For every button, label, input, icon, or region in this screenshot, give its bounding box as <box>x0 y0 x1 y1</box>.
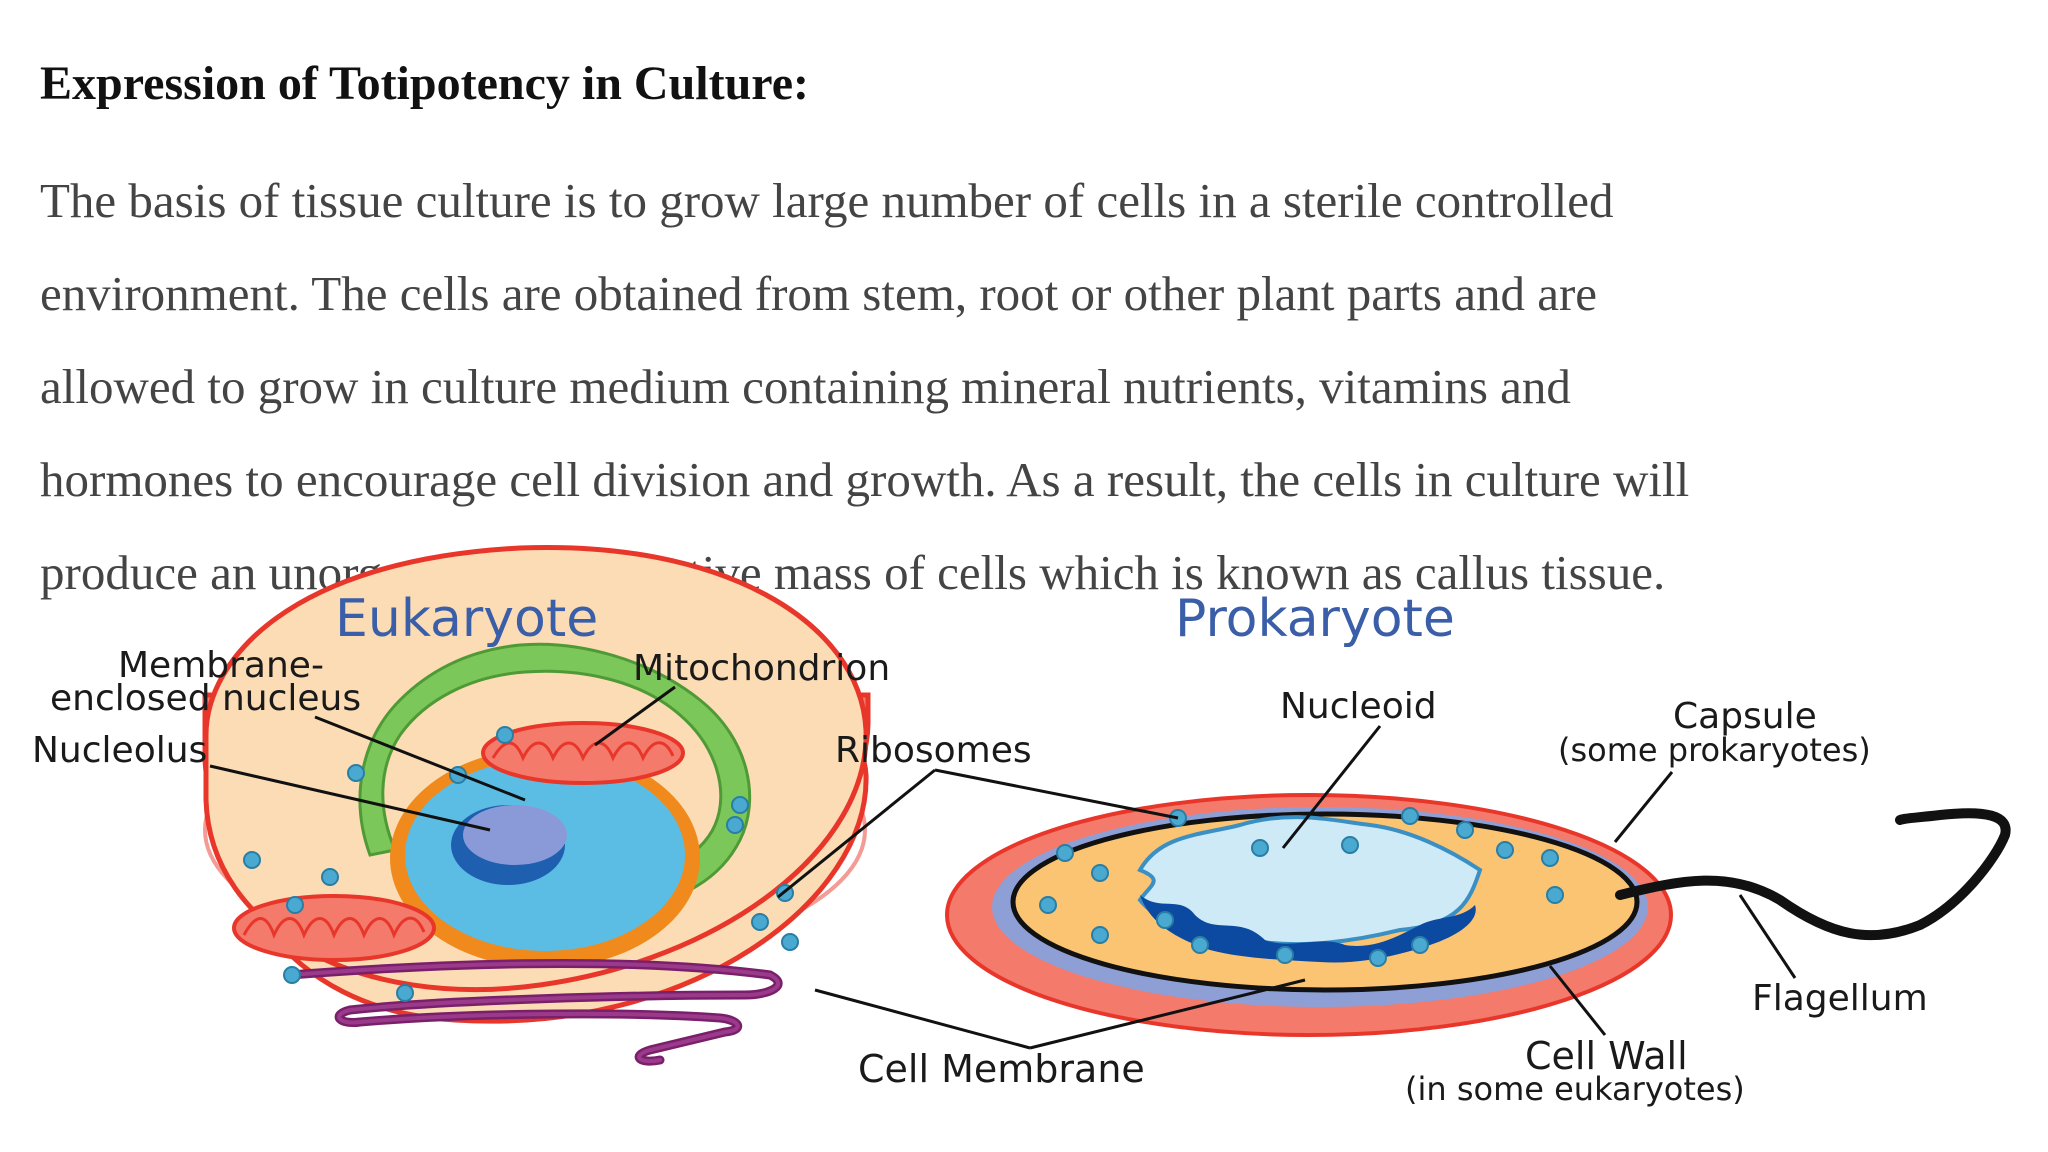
leader-lines <box>209 685 1797 1050</box>
capsule-note-label: (some prokaryotes) <box>1558 731 1871 769</box>
cell-wall-label: Cell Wall <box>1525 1034 1688 1078</box>
paragraph-line: produce an unorganised proliferative mas… <box>40 545 1666 600</box>
nucleoid-label: Nucleoid <box>1280 686 1437 727</box>
leader-cell-wall <box>1548 965 1607 1036</box>
mitochondrion-top <box>481 721 685 785</box>
nucleolus-label: Nucleolus <box>32 730 207 771</box>
leader-membrane-nucleus <box>314 715 526 802</box>
paragraph-line: allowed to grow in culture medium contai… <box>40 359 1571 414</box>
membrane-nucleus-label-line2: enclosed nucleus <box>50 678 361 719</box>
golgi-tubule-inner <box>288 961 780 1063</box>
leader-mitochondrion <box>594 685 676 747</box>
leader-capsule <box>1613 771 1674 843</box>
flagellum-label: Flagellum <box>1752 978 1928 1019</box>
ribosomes-label: Ribosomes <box>835 730 1032 771</box>
leader-cell-membrane-1 <box>814 988 1031 1050</box>
leader-cell-membrane-2 <box>1029 978 1306 1050</box>
prokaryote-ribosomes <box>1039 807 1564 967</box>
mitochondrion-left <box>232 894 436 962</box>
leader-ribosomes <box>777 768 936 899</box>
section-heading: Expression of Totipotency in Culture: <box>40 57 810 110</box>
nucleolus-highlight <box>463 805 567 865</box>
cell-wall-note-label: (in some eukaryotes) <box>1405 1070 1745 1108</box>
leader-ribosomes-2 <box>934 768 1179 820</box>
leader-nucleolus <box>209 764 491 832</box>
flagellum <box>1615 808 2011 941</box>
membrane-nucleus-label-line1: Membrane- <box>118 645 324 686</box>
paragraph-line: hormones to encourage cell division and … <box>40 452 1690 507</box>
paragraph-line: environment. The cells are obtained from… <box>40 266 1598 321</box>
eukaryote-cell <box>202 544 871 1066</box>
eukaryote-title: Eukaryote <box>335 589 598 649</box>
cell-membrane-label: Cell Membrane <box>858 1047 1145 1091</box>
nucleoid-dna <box>1140 895 1476 963</box>
prokaryote-title: Prokaryote <box>1175 589 1455 649</box>
capsule-label: Capsule <box>1673 696 1817 737</box>
paragraph-line: The basis of tissue culture is to grow l… <box>40 173 1614 228</box>
leader-nucleoid <box>1281 725 1382 849</box>
prokaryote-cell <box>945 793 2011 1037</box>
body-paragraph: The basis of tissue culture is to grow l… <box>40 154 2020 619</box>
mitochondrion-label: Mitochondrion <box>633 648 890 689</box>
leader-flagellum <box>1738 894 1797 979</box>
